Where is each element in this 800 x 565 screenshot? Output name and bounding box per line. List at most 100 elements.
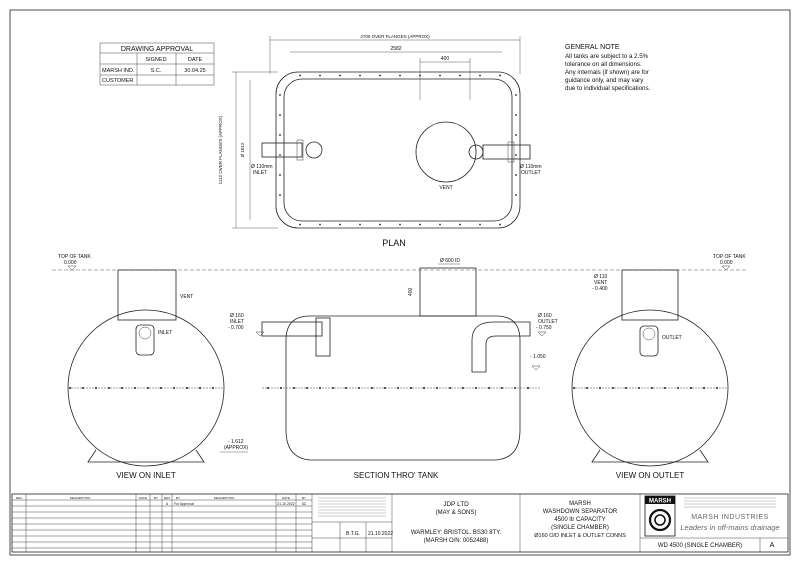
sheet-border (9, 9, 791, 556)
approval-col-signed: SIGNED (145, 57, 166, 63)
bolt-mark (499, 74, 501, 77)
bolt-mark (449, 387, 451, 389)
section-inlet-label: INLET (230, 319, 244, 325)
plan-tank-flange (275, 71, 521, 229)
inlet-view-base (87, 449, 205, 463)
outlet-view-turret (621, 269, 679, 321)
bolt-mark (95, 387, 97, 389)
bolt-mark (358, 387, 360, 389)
bolt-mark (279, 94, 281, 96)
general-note: GENERAL NOTE All tanks are subject to a … (565, 44, 651, 92)
outlet-view-outlet: OUTLET (662, 335, 682, 341)
bolt-mark (173, 387, 175, 389)
rev-header-desc2: DESCRIPTION (214, 496, 235, 500)
section-inlet-dia: Ø 160 (230, 313, 244, 319)
plan-tank-body (283, 78, 513, 222)
bolt-mark (108, 387, 110, 389)
section-tank-body (285, 315, 521, 461)
inlet-view-base-approx: (APPROX) (224, 445, 249, 451)
drawing-approval-table: DRAWING APPROVAL SIGNED DATE MARSH IND. … (99, 42, 215, 86)
view-on-inlet: VENT INLET - 1.612 (APPROX) VIEW ON INLE… (67, 269, 249, 480)
plan-title: PLAN (382, 238, 406, 248)
inlet-view-base-level: - 1.612 (228, 439, 244, 445)
view-on-outlet-title: VIEW ON OUTLET (616, 471, 685, 480)
bolt-mark (439, 74, 441, 77)
note-line-4: guidance only, and may vary (565, 77, 644, 84)
bolt-mark (651, 387, 653, 389)
title-block: REV DESCRIPTION DATE BY REV BY DESCRIPTI… (11, 493, 789, 553)
bolt-mark (319, 387, 321, 389)
bolt-mark (499, 223, 501, 226)
approval-row1-label: MARSH IND. (102, 68, 135, 74)
bolt-mark (399, 223, 401, 226)
project-line-3: 4500 ltr CAPACITY (554, 517, 605, 523)
rev-row-date: 21.10.2022 (277, 502, 295, 506)
plan-dim-width: 1112 OVER FLANGES (APPROX) (218, 115, 223, 184)
bolt-mark (212, 387, 214, 389)
inlet-view-vent: VENT (180, 294, 193, 300)
top-of-tank-left: TOP OF TANK (58, 254, 91, 260)
bolt-mark (599, 387, 601, 389)
section-outlet-label: OUTLET (538, 319, 558, 325)
bolt-mark (339, 74, 341, 77)
bolt-mark (345, 387, 347, 389)
bolt-mark (459, 74, 461, 77)
outlet-view-vent: VENT (594, 280, 607, 286)
note-line-2: tolerance on all dimensions. (565, 61, 642, 68)
bolt-mark (299, 74, 301, 77)
bolt-mark (371, 387, 373, 389)
bolt-mark (514, 387, 516, 389)
bolt-mark (319, 74, 321, 77)
plan-view: 2700 OVER FLANGES (APPROX) 2582 400 1112… (218, 34, 542, 248)
outlet-view-pipe (639, 325, 659, 357)
bolt-mark (279, 194, 281, 196)
plan-vent-turret (415, 121, 477, 183)
bolt-mark (160, 387, 162, 389)
bolt-mark (515, 194, 517, 196)
bolt-mark (488, 387, 490, 389)
bolt-mark (299, 223, 301, 226)
section-turret (419, 267, 477, 317)
bolt-mark (293, 387, 295, 389)
bolt-mark (664, 387, 666, 389)
plan-dim-body: 2582 (390, 46, 401, 52)
drawn-by: B.T.G. (346, 531, 360, 537)
bolt-mark (82, 387, 84, 389)
inlet-view-turret (117, 269, 177, 321)
bolt-mark (423, 387, 425, 389)
bolt-mark (515, 154, 517, 156)
approval-row1-date: 30.04.25 (184, 68, 205, 74)
plan-inlet-tee (305, 141, 323, 159)
section-low-level: - 1.050 (530, 354, 546, 360)
bolt-mark (501, 387, 503, 389)
plan-dim-overall: 2700 OVER FLANGES (APPROX) (360, 34, 430, 39)
approval-col-date: DATE (188, 57, 203, 63)
bolt-mark (475, 387, 477, 389)
bolt-mark (319, 223, 321, 226)
approval-row1-signed: S.C. (151, 68, 162, 74)
bolt-mark (419, 223, 421, 226)
rev-header-date: DATE (139, 496, 147, 500)
drawing-revision: A (770, 542, 775, 549)
logo-brand: MARSH (649, 499, 671, 505)
bolt-mark (439, 223, 441, 226)
bolt-mark (515, 134, 517, 136)
top-of-tank-left-level: 0.000 (64, 260, 77, 266)
plan-dim-vent: 400 (441, 56, 450, 62)
section-outlet-dia: Ø 160 (538, 313, 552, 319)
section-turret-height: 400 (408, 287, 414, 296)
bolt-mark (419, 74, 421, 77)
note-line-3: Any internals (if shown) are for (565, 69, 649, 76)
bolt-mark (690, 387, 692, 389)
outlet-view-vent-dia: Ø 110 (594, 274, 607, 280)
bolt-mark (515, 174, 517, 176)
note-title: GENERAL NOTE (565, 44, 620, 51)
bolt-mark (527, 387, 529, 389)
rev-header-by2: BY (176, 496, 180, 500)
plan-flange-bolts (279, 74, 517, 226)
inlet-view-inlet: INLET (158, 330, 172, 336)
bolt-mark (716, 387, 718, 389)
project-line-2: WASHDOWN SEPARATOR (543, 509, 618, 515)
rev-header-rev: REV (16, 496, 22, 500)
bolt-mark (479, 74, 481, 77)
